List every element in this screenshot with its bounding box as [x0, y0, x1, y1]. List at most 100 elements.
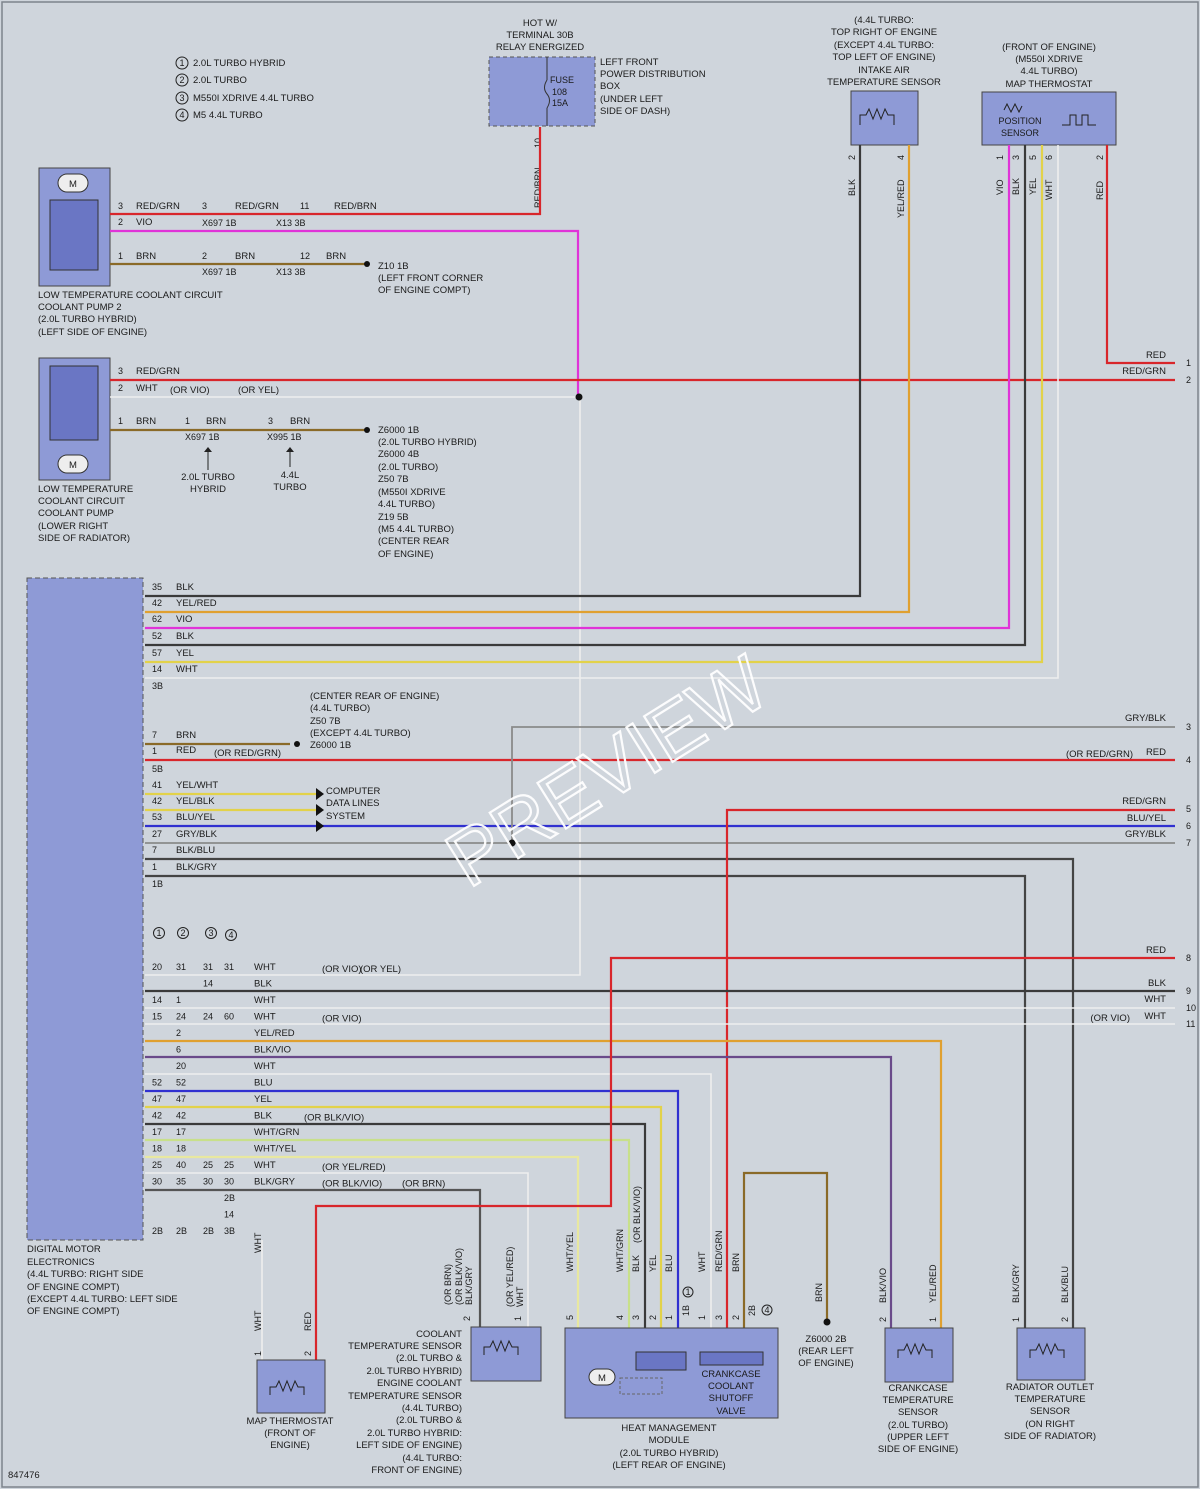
- hmm-desc-3: (2.0L TURBO HYBRID): [620, 1448, 719, 1459]
- pump2-conn2-label-a: X13 3B: [276, 218, 306, 228]
- fuse-box: [488, 56, 596, 127]
- map-top-wire-yel: YEL: [1028, 178, 1038, 195]
- pump2-inner: [49, 199, 99, 271]
- legend-circle-1: [175, 56, 189, 70]
- wire-red-grn-pump2: [110, 127, 542, 216]
- ground2-desc-2: (4.4L TURBO): [310, 703, 370, 714]
- legend: 1 2.0L TURBO HYBRID 2 2.0L TURBO 3 M550I…: [175, 56, 314, 122]
- fuse-symbol: [544, 79, 550, 109]
- radiator-desc-2: TEMPERATURE: [1014, 1394, 1085, 1405]
- variant-circle: [205, 927, 217, 939]
- variant-num: 4: [228, 930, 233, 940]
- wire-wht-pump1: [110, 396, 581, 976]
- wire-blk-gry-30: [145, 1188, 482, 1328]
- crankcase-desc-1: CRANKCASE: [888, 1383, 947, 1394]
- lower-wire-alt: (OR VIO): [322, 1014, 362, 1025]
- wire-wht-yel-18: [145, 1155, 580, 1328]
- heat-management-module: M CRANKCASE COOLANT SHUTOFF VALVE HEAT M…: [564, 1186, 779, 1471]
- crankcase-desc-6: SIDE OF ENGINE): [878, 1444, 958, 1455]
- dme-pin: 52: [152, 631, 162, 641]
- intake-air-sensor: (4.4L TURBO: TOP RIGHT OF ENGINE (EXCEPT…: [827, 15, 941, 218]
- ground3-desc-1: (REAR LEFT: [798, 1346, 854, 1357]
- radiator-desc-1: RADIATOR OUTLET: [1006, 1382, 1095, 1393]
- hmm-pin: 3: [714, 1315, 724, 1320]
- dme-pin: 1: [152, 862, 157, 872]
- lower-pin: 14: [203, 979, 213, 989]
- hmm-valve-1: CRANKCASE: [701, 1369, 760, 1380]
- lower-wire-alt: (OR YEL/RED): [322, 1162, 386, 1173]
- right-wire: GRY/BLK: [1125, 829, 1167, 840]
- legend-circle-2: [175, 73, 189, 87]
- crankcase-desc-2: TEMPERATURE: [882, 1395, 953, 1406]
- hot-label-1: HOT W/: [523, 18, 557, 29]
- variant-circle: [761, 1304, 773, 1316]
- lower-wire: WHT: [254, 1012, 276, 1023]
- wire-vio-pump2: [110, 229, 580, 397]
- variant-num: 4: [764, 1305, 769, 1315]
- pump1-note2-a: 4.4L: [281, 470, 300, 481]
- crankcase-desc-5: (UPPER LEFT: [887, 1432, 949, 1443]
- right-num: 8: [1186, 953, 1191, 963]
- intake-desc-2: TOP RIGHT OF ENGINE: [831, 27, 937, 38]
- right-num: 1: [1186, 358, 1191, 368]
- lower-pin: 31: [203, 962, 213, 972]
- pump1-gnd-11: OF ENGINE): [378, 549, 433, 560]
- dme-module: DIGITAL MOTOR ELECTRONICS (4.4L TURBO: R…: [26, 577, 178, 1317]
- wire-yel-red-42: [145, 145, 911, 614]
- coolant-desc-4: 2.0L TURBO HYBRID): [366, 1366, 462, 1377]
- wire-blk-blu-7: [145, 857, 1075, 1328]
- pump1-gnd-6: (M550I XDRIVE: [378, 487, 446, 498]
- lower-wire: BLK/VIO: [254, 1045, 291, 1056]
- lower-wire-alt: (OR BLK/VIO): [304, 1113, 364, 1124]
- wire-yel-47: [145, 1105, 663, 1328]
- lower-pin: 30: [224, 1177, 234, 1187]
- lower-pin: 30: [203, 1177, 213, 1187]
- ground-z6000-2b: BRN Z6000 2B (REAR LEFT OF ENGINE): [798, 1283, 854, 1369]
- pump1-wire-a: RED/GRN: [136, 366, 180, 377]
- dme-wire: BLK: [176, 631, 195, 642]
- coolant-wire-a2: (OR BLK/VIO): [454, 1248, 464, 1305]
- variant-num: 1: [685, 1287, 690, 1297]
- pump1-gnd-8: Z19 5B: [378, 512, 409, 523]
- pump2-conn2-pin-c: 12: [300, 251, 310, 261]
- map-top-body: [981, 91, 1117, 146]
- lower-pin: 35: [176, 1177, 186, 1187]
- map-bottom-pin-2: 2: [303, 1351, 313, 1356]
- coolant-wire-a1: (OR BRN): [443, 1264, 453, 1305]
- lower-wire: WHT: [254, 1160, 276, 1171]
- dme-wire: BRN: [176, 730, 196, 741]
- dme-pin: 57: [152, 648, 162, 658]
- motor-icon-label: M: [69, 460, 77, 471]
- hmm-wire: WHT/GRN: [615, 1229, 625, 1272]
- map-top-wire-blk: BLK: [1011, 178, 1021, 195]
- pump2-wire-b: VIO: [136, 217, 152, 228]
- lower-pin: 2B: [203, 1226, 214, 1236]
- legend-circle-3: [175, 91, 189, 105]
- pump2-desc-2: COOLANT PUMP 2: [38, 302, 122, 313]
- dme-wire: YEL/RED: [176, 598, 217, 609]
- lower-wire: YEL: [254, 1094, 272, 1105]
- dme-group2-labels: (CENTER REAR OF ENGINE) (4.4L TURBO) Z50…: [152, 691, 439, 774]
- coolant-pin-2: 2: [462, 1316, 472, 1321]
- pump2-conn1-label-a: X697 1B: [202, 218, 237, 228]
- pump1-desc-5: SIDE OF RADIATOR): [38, 533, 130, 544]
- pump1-wire-b-alt1: (OR VIO): [170, 385, 210, 396]
- legend-text-4: M5 4.4L TURBO: [193, 110, 263, 121]
- fuse-box-desc-2: POWER DISTRIBUTION: [600, 69, 706, 80]
- lower-pin: 18: [152, 1144, 162, 1154]
- hmm-wire: BLU: [664, 1254, 674, 1272]
- pump2-desc-3: (2.0L TURBO HYBRID): [38, 314, 137, 325]
- dme-wire: GRY/BLK: [176, 829, 218, 840]
- position-sensor-label-2: SENSOR: [1001, 128, 1040, 138]
- legend-num-3: 3: [179, 93, 184, 103]
- lower-wire: WHT/GRN: [254, 1127, 300, 1138]
- map-top-pin-3: 3: [1011, 155, 1021, 160]
- intake-wire-a: BLK: [847, 179, 857, 196]
- lower-wire: WHT/YEL: [254, 1144, 296, 1155]
- dme-group1-labels: 35 BLK 42 YEL/RED 62 VIO 52 BLK 57 YEL 1…: [152, 582, 217, 691]
- radiator-wire-a: BLK/GRY: [1011, 1264, 1021, 1303]
- dme-pin: 42: [152, 796, 162, 806]
- right-num: 4: [1186, 755, 1191, 765]
- right-num: 3: [1186, 722, 1191, 732]
